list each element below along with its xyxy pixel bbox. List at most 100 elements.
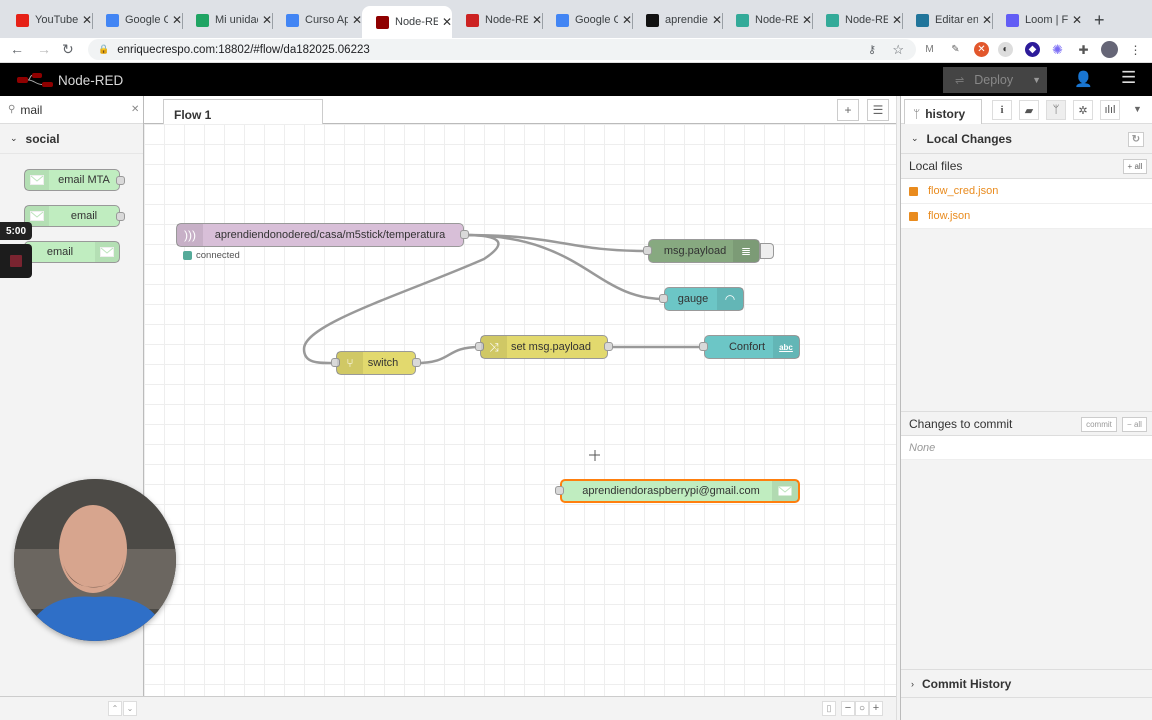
back-icon[interactable]: ← bbox=[10, 41, 24, 57]
zoom-in-button[interactable]: + bbox=[869, 701, 883, 716]
input-port[interactable] bbox=[475, 342, 484, 351]
profile-avatar[interactable] bbox=[1101, 41, 1118, 58]
browser-tab[interactable]: Mi unidad✕ bbox=[182, 8, 272, 32]
palette-search-input[interactable]: mail bbox=[20, 102, 43, 117]
flow-canvas[interactable]: ))) aprendiendonodered/casa/m5stick/temp… bbox=[144, 124, 896, 696]
clear-search-icon[interactable]: ✕ bbox=[131, 104, 140, 115]
sidebar-splitter[interactable] bbox=[896, 96, 900, 720]
refresh-icon[interactable]: ↻ bbox=[1128, 132, 1144, 147]
browser-tab[interactable]: YouTube✕ bbox=[2, 8, 92, 32]
expand-all-icon[interactable]: ⌄ bbox=[123, 701, 137, 716]
new-tab-button[interactable]: + bbox=[1094, 10, 1105, 30]
browser-tab[interactable]: Node-RED✕ bbox=[362, 6, 452, 38]
close-tab-icon[interactable]: ✕ bbox=[981, 13, 992, 27]
history-branch-icon[interactable]: ᛘ bbox=[1046, 100, 1066, 120]
webcam-bubble[interactable] bbox=[14, 479, 176, 641]
browser-tab[interactable]: Loom | F✕ bbox=[992, 8, 1082, 32]
email-out-node[interactable]: aprendiendoraspberrypi@gmail.com bbox=[555, 479, 800, 503]
browser-tab[interactable]: Google Calendar✕ bbox=[92, 8, 182, 32]
browser-tab[interactable]: Editar en✕ bbox=[902, 8, 992, 32]
input-port[interactable] bbox=[699, 342, 708, 351]
browser-tab[interactable]: Node-RED✕ bbox=[812, 8, 902, 32]
extension-diamond-icon[interactable]: ◆ bbox=[1025, 42, 1040, 57]
tab-flow-1[interactable]: Flow 1 bbox=[163, 99, 323, 125]
browser-tab[interactable]: Curso Ap✕ bbox=[272, 8, 362, 32]
commit-button[interactable]: commit bbox=[1081, 417, 1117, 432]
debug-node[interactable]: msg.payload ≣ bbox=[643, 239, 774, 263]
text-node[interactable]: Confort abc bbox=[699, 335, 800, 359]
bookmark-star-icon[interactable]: ☆ bbox=[892, 41, 904, 57]
output-port[interactable] bbox=[604, 342, 613, 351]
palette-node-email-in[interactable]: email bbox=[24, 205, 125, 227]
close-tab-icon[interactable]: ✕ bbox=[621, 13, 632, 27]
key-icon[interactable]: ⚷ bbox=[867, 44, 876, 56]
close-tab-icon[interactable]: ✕ bbox=[171, 13, 182, 27]
add-flow-button[interactable]: + bbox=[837, 99, 859, 121]
chevron-down-icon: ⌄ bbox=[911, 133, 919, 143]
close-tab-icon[interactable]: ✕ bbox=[351, 13, 362, 27]
input-port[interactable] bbox=[659, 294, 668, 303]
gauge-node[interactable]: gauge ◠ bbox=[659, 287, 744, 311]
browser-menu-icon[interactable]: ⋮ bbox=[1129, 42, 1142, 57]
close-tab-icon[interactable]: ✕ bbox=[801, 13, 812, 27]
file-row[interactable]: flow.json bbox=[901, 204, 1152, 229]
switch-node[interactable]: ⑂ switch bbox=[331, 351, 421, 375]
flow-list-button[interactable]: ☰ bbox=[867, 99, 889, 121]
output-port[interactable] bbox=[412, 358, 421, 367]
unstage-all-button[interactable]: − all bbox=[1122, 417, 1147, 432]
info-icon[interactable]: i bbox=[992, 100, 1012, 120]
close-tab-icon[interactable]: ✕ bbox=[261, 13, 272, 27]
output-port[interactable] bbox=[460, 230, 469, 239]
close-tab-icon[interactable]: ✕ bbox=[891, 13, 902, 27]
mqtt-in-node[interactable]: ))) aprendiendonodered/casa/m5stick/temp… bbox=[176, 223, 469, 247]
stage-all-button[interactable]: + all bbox=[1123, 159, 1147, 174]
browser-tab[interactable]: Node-RED✕ bbox=[452, 8, 542, 32]
close-tab-icon[interactable]: ✕ bbox=[531, 13, 542, 27]
stop-icon bbox=[10, 255, 22, 267]
close-tab-icon[interactable]: ✕ bbox=[441, 15, 452, 29]
palette-node-email-mta[interactable]: email MTA bbox=[24, 169, 125, 191]
extension-orange-icon[interactable]: ✕ bbox=[974, 42, 989, 57]
gmail-extension-icon[interactable]: M bbox=[925, 44, 934, 55]
browser-tab[interactable]: Google Calendar✕ bbox=[542, 8, 632, 32]
browser-tab[interactable]: Node-RED✕ bbox=[722, 8, 812, 32]
debug-toggle-button[interactable] bbox=[760, 243, 774, 259]
change-node[interactable]: ⤨ set msg.payload bbox=[475, 335, 613, 359]
palette-search[interactable]: ⚲ mail ✕ bbox=[0, 96, 143, 124]
deploy-dropdown-icon[interactable]: ▼ bbox=[1032, 75, 1041, 85]
palette-node-email-out[interactable]: email bbox=[24, 241, 120, 263]
browser-tab[interactable]: aprendiendo✕ bbox=[632, 8, 722, 32]
extensions-puzzle-icon[interactable]: ✚ bbox=[1078, 42, 1089, 57]
deploy-button[interactable]: ⇌ Deploy ▼ bbox=[943, 67, 1047, 93]
dashboard-chart-icon[interactable]: ılıl bbox=[1100, 100, 1120, 120]
lock-icon: 🔒 bbox=[98, 44, 110, 54]
input-port[interactable] bbox=[643, 246, 652, 255]
navigator-map-icon[interactable]: ▯ bbox=[822, 701, 836, 716]
stop-recording-button[interactable] bbox=[0, 244, 32, 278]
local-changes-header[interactable]: ⌄ Local Changes ↻ bbox=[901, 124, 1152, 154]
close-tab-icon[interactable]: ✕ bbox=[1071, 13, 1082, 27]
tab-separator bbox=[542, 13, 543, 29]
input-port[interactable] bbox=[555, 486, 564, 495]
palette-category-social[interactable]: ⌄ social bbox=[0, 124, 143, 154]
sidebar-menu-dropdown-icon[interactable]: ▼ bbox=[1133, 104, 1142, 114]
eyedropper-extension-icon[interactable]: ✎ bbox=[951, 44, 960, 55]
dark-mode-extension-icon[interactable]: ◐ bbox=[998, 42, 1013, 57]
file-row[interactable]: flow_cred.json bbox=[901, 179, 1152, 204]
zoom-reset-button[interactable]: ○ bbox=[855, 701, 869, 716]
address-bar[interactable]: 🔒 enriquecrespo.com:18802/#flow/da182025… bbox=[88, 39, 916, 60]
loom-extension-icon[interactable]: ✺ bbox=[1052, 41, 1063, 57]
reload-icon[interactable]: ↻ bbox=[62, 41, 74, 57]
help-book-icon[interactable]: ▰ bbox=[1019, 100, 1039, 120]
close-tab-icon[interactable]: ✕ bbox=[81, 13, 92, 27]
commit-history-header[interactable]: › Commit History bbox=[901, 669, 1152, 698]
debug-bug-icon[interactable]: ✲ bbox=[1073, 100, 1093, 120]
collapse-all-icon[interactable]: ⌃ bbox=[108, 701, 122, 716]
user-icon[interactable]: 👤 bbox=[1074, 71, 1093, 88]
forward-icon[interactable]: → bbox=[37, 41, 51, 57]
close-tab-icon[interactable]: ✕ bbox=[711, 13, 722, 27]
input-port[interactable] bbox=[331, 358, 340, 367]
main-menu-icon[interactable]: ☰ bbox=[1121, 68, 1137, 87]
zoom-out-button[interactable]: − bbox=[841, 701, 855, 716]
